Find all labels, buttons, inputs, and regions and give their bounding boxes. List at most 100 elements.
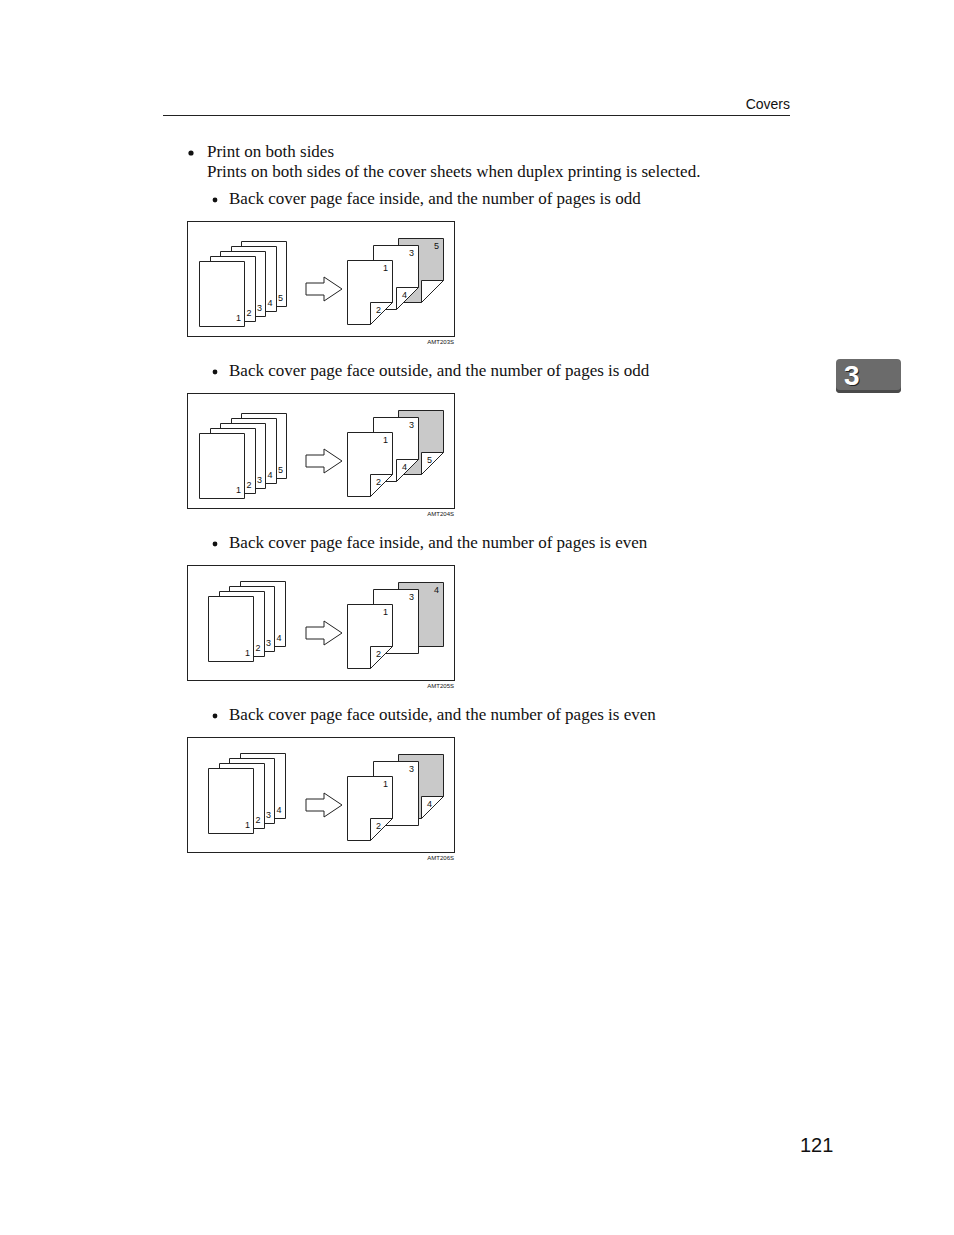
page-number: 1 [236,486,241,495]
figure-frame [188,738,455,853]
sheet-body [230,759,275,824]
figure-id: AMT205S [427,683,454,690]
page-number: 3 [409,765,414,774]
bullet [213,542,218,547]
bullet-text: Back cover page face outside, and the nu… [229,705,656,725]
page-number: 3 [409,249,414,258]
sheet-body [200,434,245,499]
page-number: 2 [376,822,381,831]
page-number: 4 [267,471,272,480]
running-header: Covers [746,96,790,112]
printed-sheet: 12 [347,432,393,497]
page-number: 5 [427,456,432,465]
original-page-sheet: 1 [199,261,245,327]
printed-sheet: 12 [347,260,393,325]
sheet-body [219,764,264,829]
sheet-body [221,424,266,489]
page-number: 2 [255,816,260,825]
bullet-text: Back cover page face inside, and the num… [229,189,641,209]
sheet-body [348,433,393,497]
sheet-body [240,754,285,819]
original-page-sheet: 1 [208,596,254,662]
sheet-body [230,587,275,652]
page-number: 4 [267,299,272,308]
page-number: 4 [402,291,407,300]
figure-id: AMT204S [427,511,454,518]
page-number: 2 [376,478,381,487]
sheet-body [348,261,393,325]
figure-frame [188,222,455,337]
page-number: 5 [278,466,283,475]
sheet-body [399,755,444,819]
printed-sheet: 12 [347,604,393,669]
sheet-body [231,247,276,312]
sheet-body [219,592,264,657]
page-number: 3 [409,421,414,430]
sheet-body [221,252,266,317]
sheet-body [374,762,419,826]
page-number: 5 [434,242,439,251]
sheet-body [209,769,254,834]
chapter-number: 3 [844,360,860,392]
page-number: 1 [383,608,388,617]
page-number: 3 [257,476,262,485]
folded-corner [371,647,393,669]
page-number: 4 [402,463,407,472]
page-number: 4 [434,586,439,595]
folded-corner [371,303,393,325]
bullet [213,198,218,203]
page-number: 3 [409,593,414,602]
header-rule [163,115,790,116]
block-arrow [306,793,342,817]
sheet-body [210,429,255,494]
block-arrow [306,449,342,473]
page-number: 1 [383,436,388,445]
page-number: 1 [383,264,388,273]
bullet [213,370,218,375]
page-number: 2 [255,644,260,653]
sheet-body [348,605,393,669]
block-arrow [306,277,342,301]
page-number: 1 [245,821,250,830]
figure-frame [188,394,455,509]
original-page-sheet: 1 [208,768,254,834]
folded-corner [371,819,393,841]
page-number: 1 [236,314,241,323]
sheet-body [399,411,444,475]
page-number: 121 [800,1134,833,1157]
page-number: 1 [245,649,250,658]
page-number: 2 [376,650,381,659]
sheet-body [374,590,419,654]
folded-corner [422,453,444,475]
figure-id: AMT206S [427,855,454,862]
page-number: 2 [246,309,251,318]
item-description: Prints on both sides of the cover sheets… [207,162,700,182]
figure-frame [188,566,455,681]
item-heading: Print on both sides [207,142,334,162]
figure-id: AMT203S [427,339,454,346]
page-number: 3 [266,639,271,648]
sheet-body [242,242,287,307]
folded-corner [371,475,393,497]
sheet-body [209,597,254,662]
sheet-body [242,414,287,479]
page-number: 4 [276,806,281,815]
page-number: 1 [383,780,388,789]
page-number: 3 [257,304,262,313]
sheet-body [399,583,444,647]
page-number: 4 [276,634,281,643]
sheet-body [240,582,285,647]
page-number: 4 [427,800,432,809]
page-number: 2 [246,481,251,490]
printed-sheet: 12 [347,776,393,841]
bullet [188,150,193,155]
sheet-body [231,419,276,484]
bullet-text: Back cover page face inside, and the num… [229,533,647,553]
bullet-text: Back cover page face outside, and the nu… [229,361,649,381]
sheet-body [210,257,255,322]
page-number: 2 [376,306,381,315]
chapter-tab: 3 [836,359,901,393]
folded-corner [422,797,444,819]
folded-corner [422,281,444,303]
